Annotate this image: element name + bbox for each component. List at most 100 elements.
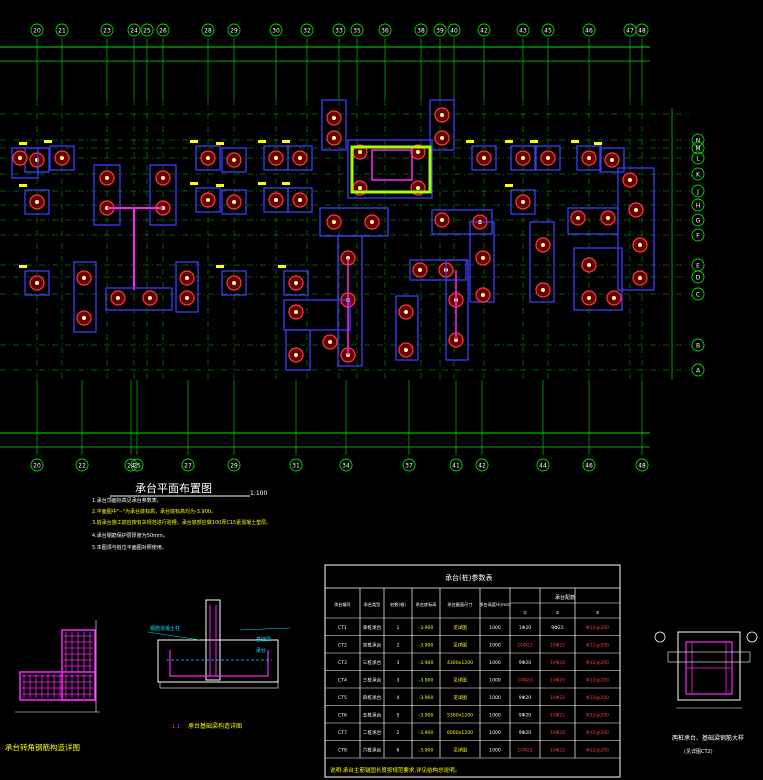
cap-tag bbox=[216, 142, 224, 145]
axis-bubble bbox=[124, 458, 138, 472]
pile-center bbox=[587, 263, 591, 267]
pile-center bbox=[587, 296, 591, 300]
table-cell: Φ12@200 bbox=[586, 730, 609, 736]
table-cell: -3.900 bbox=[419, 695, 434, 701]
axis-bubble bbox=[477, 23, 491, 37]
table-cell: Φ12@200 bbox=[586, 643, 609, 649]
pile-center bbox=[634, 208, 638, 212]
axis-label: 35 bbox=[353, 28, 361, 35]
table-cell: Φ12@200 bbox=[586, 625, 609, 631]
detail-right: 两桩承台、基础梁钢筋大样 (见详图CT2) bbox=[654, 631, 758, 755]
axis-bubble bbox=[691, 338, 705, 352]
pile-center bbox=[440, 218, 444, 222]
axis-label: 24 bbox=[130, 28, 138, 35]
table-cell: Φ12@200 bbox=[586, 695, 609, 701]
pile-center bbox=[161, 176, 165, 180]
cap-tag bbox=[258, 182, 266, 185]
axis-label: 25 bbox=[133, 463, 141, 470]
axis-label: D bbox=[696, 275, 701, 282]
table-cell: -3.900 bbox=[419, 643, 434, 649]
note-4: 4.承台钢筋保护层厚度为50mm。 bbox=[92, 532, 168, 539]
axis-bubble bbox=[541, 23, 555, 37]
pile-cap bbox=[11, 147, 39, 179]
axis-bubble bbox=[55, 23, 69, 37]
axis-label: B bbox=[696, 343, 700, 350]
pile-center bbox=[116, 296, 120, 300]
axis-bubble bbox=[378, 23, 392, 37]
table-cell: 10Φ22 bbox=[550, 713, 565, 719]
pile-cap bbox=[221, 189, 247, 215]
pile-center bbox=[82, 276, 86, 280]
axis-label: 46 bbox=[585, 28, 593, 35]
axis-label: E bbox=[696, 263, 700, 270]
cap-tag bbox=[258, 140, 266, 143]
table-cell: 10Φ22 bbox=[517, 643, 532, 649]
axis-bubble bbox=[414, 23, 428, 37]
table-cell: 2 bbox=[397, 643, 400, 649]
axis-label: F bbox=[696, 233, 700, 240]
table-footer: 说明:承台主筋锚固长度按规范要求,详见结构总说明。 bbox=[330, 766, 460, 774]
axis-label: 47 bbox=[626, 28, 634, 35]
note-1: 1.承台顶面标高见承台参数表。 bbox=[92, 497, 162, 504]
pile-center bbox=[358, 186, 362, 190]
pile-caps bbox=[11, 99, 655, 371]
axis-bubble bbox=[691, 228, 705, 242]
cap-tag bbox=[216, 265, 224, 268]
table-cell: 3 bbox=[397, 660, 400, 666]
table-cell: 9Φ20 bbox=[519, 660, 531, 666]
pile-cap bbox=[573, 247, 623, 311]
table-cell: 10Φ22 bbox=[550, 643, 565, 649]
axis-bubble bbox=[181, 458, 195, 472]
pile-center bbox=[274, 198, 278, 202]
axis-bubble bbox=[582, 23, 596, 37]
pile-cap bbox=[24, 270, 50, 296]
axis-bubble bbox=[536, 458, 550, 472]
pile-center bbox=[328, 340, 332, 344]
cap-tag bbox=[466, 140, 474, 143]
table-cell: 10Φ20 bbox=[550, 660, 565, 666]
table-cell: 1000 bbox=[489, 625, 501, 631]
pile-cap bbox=[510, 145, 536, 171]
cap-tag bbox=[216, 184, 224, 187]
table-cell: CT8 bbox=[338, 748, 347, 754]
axis-label: 20 bbox=[33, 463, 41, 470]
pile-center bbox=[60, 156, 64, 160]
axis-label: M bbox=[695, 146, 700, 153]
table-cell: 10Φ22 bbox=[550, 695, 565, 701]
detail-left-title: 承台转角钢筋构造详图 bbox=[5, 742, 80, 752]
pile-cap bbox=[221, 147, 247, 173]
table-cell: 4 bbox=[397, 695, 400, 701]
axis-label: 31 bbox=[292, 463, 300, 470]
pile-cap bbox=[175, 261, 199, 313]
table-title: 承台(桩)参数表 bbox=[445, 573, 492, 582]
table-cell: Φ12@200 bbox=[586, 678, 609, 684]
pile-cap bbox=[471, 145, 497, 171]
table-cell: 4300x1200 bbox=[447, 660, 473, 666]
axis-label: 34 bbox=[342, 463, 350, 470]
notes: 1.承台顶面标高见承台参数表。 2.平面图中"--"为承台底标高，承台底标高均为… bbox=[92, 497, 271, 551]
pile-cap bbox=[409, 259, 467, 281]
axis-label: 39 bbox=[436, 28, 444, 35]
table-cell: Φ12@200 bbox=[586, 748, 609, 754]
cap-tag bbox=[505, 184, 513, 187]
axis-bubble bbox=[447, 23, 461, 37]
detail-right-title: 两桩承台、基础梁钢筋大样 bbox=[672, 734, 744, 742]
axis-label: N bbox=[696, 138, 701, 145]
table-cell: 9Φ20 bbox=[519, 695, 531, 701]
pile-cap bbox=[535, 145, 561, 171]
pile-center bbox=[638, 243, 642, 247]
axis-label: 30 bbox=[272, 28, 280, 35]
pile-cap bbox=[529, 221, 555, 303]
pile-center bbox=[35, 281, 39, 285]
table-cell: 1Φ20 bbox=[519, 625, 531, 631]
axis-bubble bbox=[339, 458, 353, 472]
pile-center bbox=[370, 220, 374, 224]
pile-cap bbox=[73, 261, 97, 333]
table-header-cell: 承台编号 bbox=[334, 601, 351, 608]
pile-center bbox=[332, 116, 336, 120]
table-cell: 三桩承台 bbox=[363, 659, 382, 666]
pile-cap bbox=[429, 99, 455, 151]
